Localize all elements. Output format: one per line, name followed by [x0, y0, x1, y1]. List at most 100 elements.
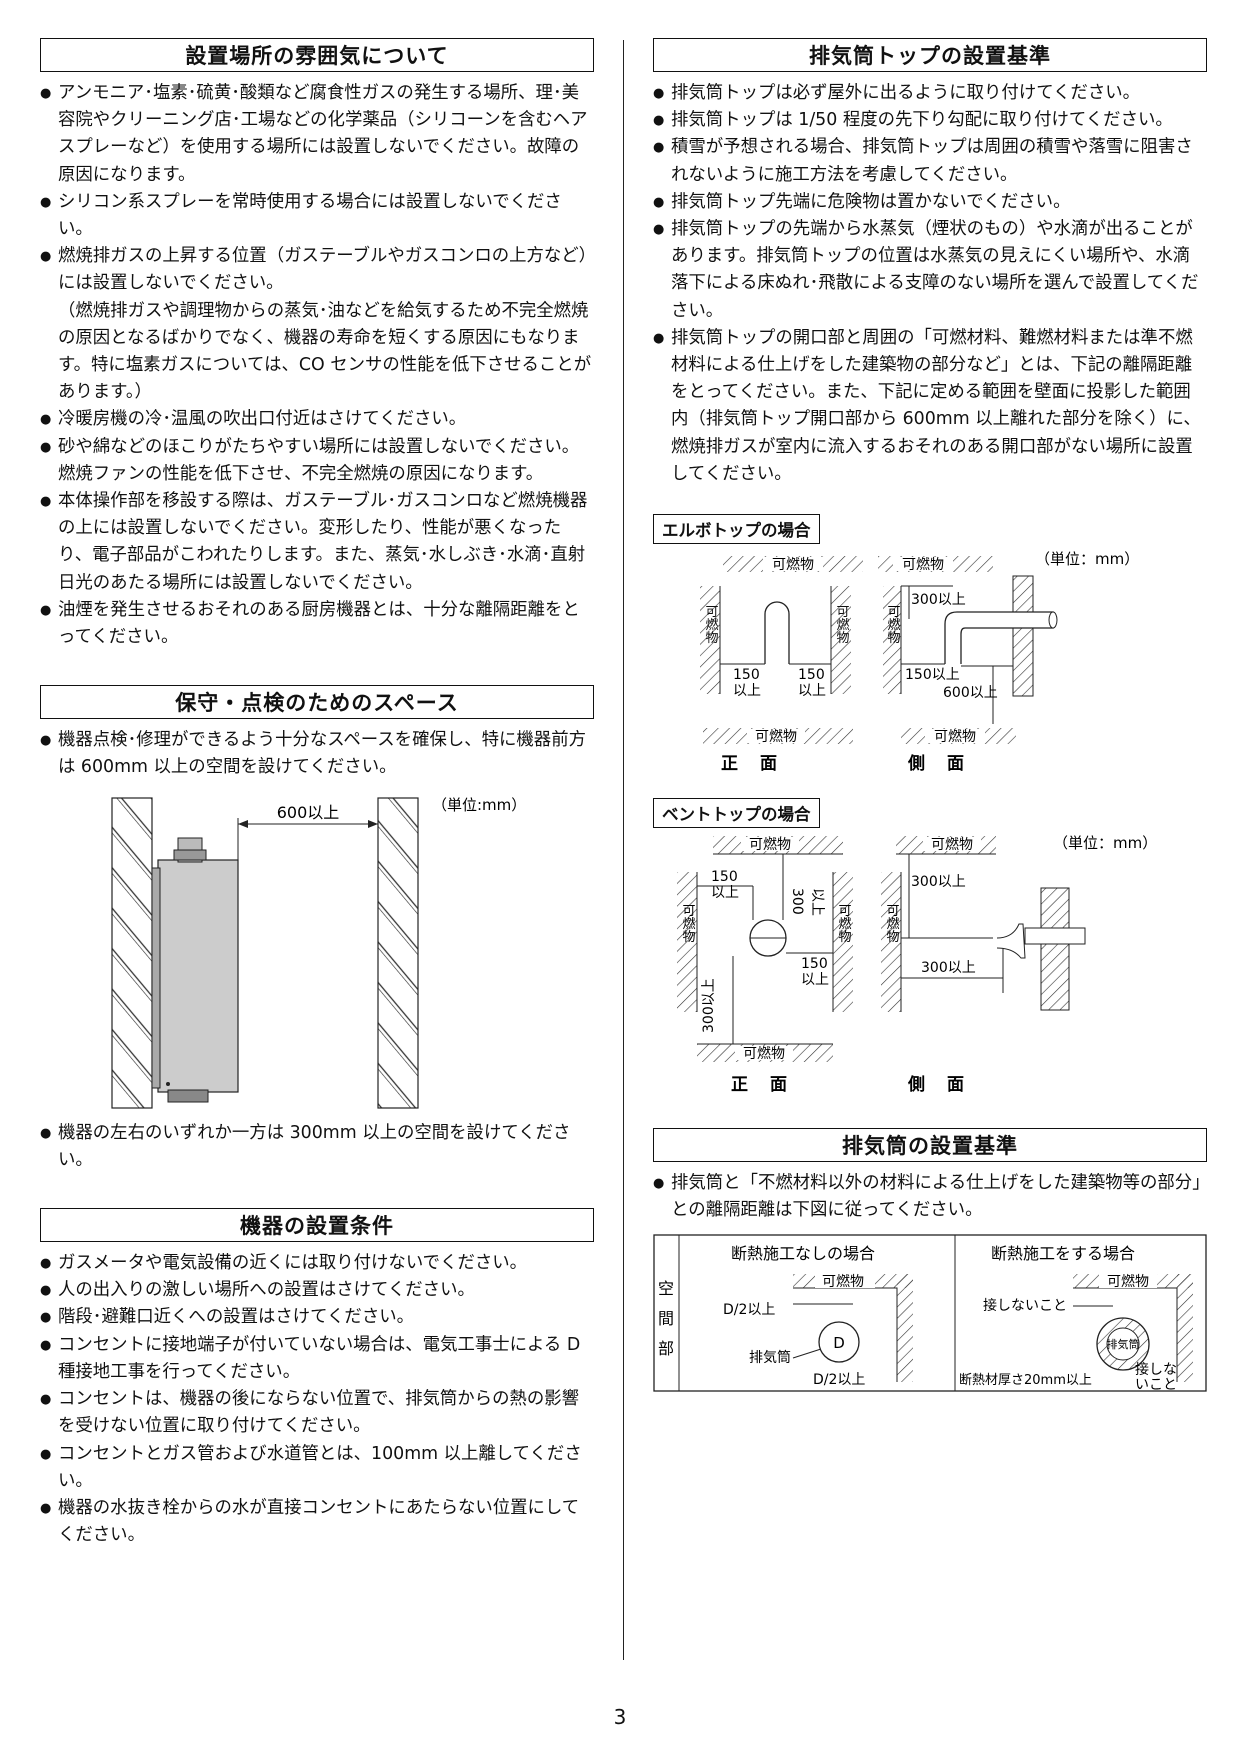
- front-view-label: 正面: [721, 754, 799, 774]
- combustible-vertical: 可燃物: [885, 605, 901, 645]
- list-item-text: 燃焼排ガスの上昇する位置（ガステーブルやガスコンロの上方など）には設置しないでく…: [58, 246, 588, 294]
- dim-300-top: 300: [789, 888, 805, 915]
- dim-150-right-b: 以上: [798, 683, 826, 699]
- list-item: 排気筒トップは必ず屋外に出るように取り付けてください。: [653, 80, 1207, 107]
- list-item: 階段･避難口近くへの設置はさけてください。: [40, 1304, 594, 1331]
- dim-300-a: 300以上: [911, 874, 966, 890]
- dim-150: 150以上: [905, 667, 960, 683]
- list-item: アンモニア･塩素･硫黄･酸類など腐食性ガスの発生する場所、理･美容院やクリーニン…: [40, 80, 594, 189]
- list-item-note: （燃焼排ガスや調理物からの蒸気･油などを給気するため不完全燃焼の原因となるばかり…: [58, 300, 592, 403]
- section-title-exhaust-pipe: 排気筒の設置基準: [653, 1128, 1207, 1163]
- insulation-label: 断熱材厚さ20mm以上: [959, 1373, 1092, 1388]
- list-item: 機器点検･修理ができるよう十分なスペースを確保し、特に機器前方は 600mm 以…: [40, 727, 594, 781]
- section-title-atmosphere: 設置場所の雰囲気について: [40, 38, 594, 72]
- dim-300-bottom: 300以上: [701, 978, 717, 1033]
- elbow-front-view: 可燃物 可燃物 可燃物 150 以上 150 以上 可燃物 正面: [700, 556, 863, 774]
- pipe-label-2: 排気筒: [1107, 1337, 1140, 1351]
- unit-label: （単位：mm）: [1035, 550, 1139, 568]
- dim-300: 300以上: [911, 592, 966, 608]
- combustible-vertical-right: 可燃物: [836, 904, 852, 944]
- dim-150-top-b: 以上: [711, 885, 739, 901]
- list-item: 人の出入りの激しい場所への設置はさけてください。: [40, 1277, 594, 1304]
- list-item: コンセントは、機器の後にならない位置で、排気筒からの熱の影響を受けない位置に取り…: [40, 1386, 594, 1440]
- list-item: コンセントとガス管および水道管とは、100mm 以上離してください。: [40, 1441, 594, 1495]
- maintenance-list: 機器点検･修理ができるよう十分なスペースを確保し、特に機器前方は 600mm 以…: [40, 727, 594, 781]
- dim-150-right: 150: [801, 956, 828, 972]
- combustible-label: 可燃物: [772, 556, 814, 573]
- dim-150-left-b: 以上: [733, 683, 761, 699]
- dim-600: 600以上: [943, 685, 998, 701]
- list-item: 排気筒と「不燃材料以外の材料による仕上げをした建築物等の部分」との離隔距離は下図…: [653, 1170, 1207, 1224]
- combustible-bottom: 可燃物: [743, 1045, 785, 1062]
- col-heading-2: 断熱施工をする場合: [991, 1244, 1135, 1263]
- list-item: 積雪が予想される場合、排気筒トップは周囲の積雪や落雪に阻害されないように施工方法…: [653, 134, 1207, 188]
- clearance-table: 空 間 部 断熱施工なしの場合 断熱施工をする場合 可燃物 D D/2以上 排気…: [653, 1234, 1207, 1393]
- list-item: シリコン系スプレーを常時使用する場合には設置しないでください。: [40, 189, 594, 243]
- dim-150-right: 150: [798, 667, 825, 683]
- side-view-label: 側面: [907, 1074, 986, 1095]
- vent-top-figure: 可燃物 可燃物 可燃物 150 以上 300 以上 150 以上 300以上 可…: [677, 834, 1157, 1095]
- maintenance-space-figure: 600以上 （単位:mm）: [111, 796, 526, 1109]
- side-view-label: 側面: [907, 753, 986, 774]
- right-column: 排気筒トップの設置基準 排気筒トップは必ず屋外に出るように取り付けてください。 …: [653, 38, 1207, 1394]
- unit-label: （単位:mm）: [432, 796, 526, 814]
- list-item: 砂や綿などのほこりがたちやすい場所には設置しないでください。燃焼ファンの性能を低…: [40, 434, 594, 488]
- combustible-vertical-left: 可燃物: [703, 605, 719, 645]
- row-label-2: 間: [658, 1309, 674, 1328]
- list-item: 油煙を発生させるおそれのある厨房機器とは、十分な離隔距離をとってください。: [40, 597, 594, 651]
- combustible-label-2: 可燃物: [1107, 1273, 1149, 1290]
- combustible-label: 可燃物: [931, 836, 973, 853]
- list-item: 排気筒トップは 1/50 程度の先下り勾配に取り付けてください。: [653, 107, 1207, 134]
- combustible-label: 可燃物: [902, 556, 944, 573]
- right-wall: [377, 797, 419, 1109]
- vent-side-view: 可燃物 可燃物 300以上 300以上 側面 （単位：mm）: [881, 834, 1157, 1095]
- dim-150-right-b: 以上: [801, 972, 829, 988]
- row-label-3: 部: [658, 1339, 674, 1358]
- dim-d2-top: D/2以上: [723, 1302, 775, 1318]
- list-item: 排気筒トップ先端に危険物は置かないでください。: [653, 189, 1207, 216]
- water-heater-unit: [151, 837, 239, 1103]
- list-item: 排気筒トップの先端から水蒸気（煙状のもの）や水滴が出ることがあります。排気筒トッ…: [653, 216, 1207, 325]
- vent-top-heading: ベントトップの場合: [653, 798, 820, 829]
- list-item: コンセントに接地端子が付いていない場合は、電気工事士による D 種接地工事を行っ…: [40, 1332, 594, 1386]
- front-view-label: 正面: [731, 1075, 809, 1095]
- page-number: 3: [613, 1705, 627, 1729]
- unit-label: （単位：mm）: [1053, 834, 1157, 852]
- no-contact-label-2b: いこと: [1135, 1377, 1177, 1393]
- combustible-bottom: 可燃物: [755, 728, 797, 745]
- elbow-top-figure: 可燃物 可燃物 可燃物 150 以上 150 以上 可燃物 正面 可燃物: [700, 550, 1139, 774]
- elbow-side-view: 可燃物 可燃物 300以上 150以上 600以上 可燃物 側面 （単位：mm）: [878, 550, 1139, 774]
- list-item: 本体操作部を移設する際は、ガステーブル･ガスコンロなど燃焼機器の上には設置しない…: [40, 488, 594, 597]
- list-item: 排気筒トップの開口部と周囲の「可燃材料、難燃材料または準不燃材料による仕上げをし…: [653, 325, 1207, 488]
- list-item: 機器の水抜き栓からの水が直接コンセントにあたらない位置にしてください。: [40, 1495, 594, 1549]
- vent-front-view: 可燃物 可燃物 可燃物 150 以上 300 以上 150 以上 300以上 可…: [677, 836, 853, 1095]
- pipe-label: 排気筒: [749, 1349, 791, 1366]
- exhaust-pipe-list: 排気筒と「不燃材料以外の材料による仕上げをした建築物等の部分」との離隔距離は下図…: [653, 1170, 1207, 1224]
- column-divider: [623, 40, 624, 1660]
- combustible-label: 可燃物: [749, 836, 791, 853]
- dim-150-top: 150: [711, 869, 738, 885]
- combustible-vertical-right: 可燃物: [834, 605, 850, 645]
- atmosphere-list: アンモニア･塩素･硫黄･酸類など腐食性ガスの発生する場所、理･美容院やクリーニン…: [40, 80, 594, 651]
- section-title-exhaust-top: 排気筒トップの設置基準: [653, 38, 1207, 72]
- list-item: ガスメータや電気設備の近くには取り付けないでください。: [40, 1250, 594, 1277]
- diameter-label: D: [833, 1334, 845, 1352]
- list-item: 機器の左右のいずれか一方は 300mm 以上の空間を設けてください。: [40, 1120, 594, 1174]
- left-column: 設置場所の雰囲気について アンモニア･塩素･硫黄･酸類など腐食性ガスの発生する場…: [40, 38, 594, 1549]
- dim-300-b: 300以上: [921, 960, 976, 976]
- combustible-vertical: 可燃物: [884, 904, 900, 944]
- dim-300-top-b: 以上: [809, 888, 825, 916]
- list-item: 冷暖房機の冷･温風の吹出口付近はさけてください。: [40, 406, 594, 433]
- elbow-top-heading: エルボトップの場合: [653, 514, 820, 545]
- no-contact-label: 接しないこと: [983, 1297, 1067, 1314]
- conditions-list: ガスメータや電気設備の近くには取り付けないでください。 人の出入りの激しい場所へ…: [40, 1250, 594, 1549]
- combustible-bottom: 可燃物: [934, 728, 976, 745]
- left-wall: [111, 797, 153, 1109]
- exhaust-top-list: 排気筒トップは必ず屋外に出るように取り付けてください。 排気筒トップは 1/50…: [653, 80, 1207, 488]
- dim-d2-bottom: D/2以上: [813, 1372, 865, 1388]
- list-item: 燃焼排ガスの上昇する位置（ガステーブルやガスコンロの上方など）には設置しないでく…: [40, 243, 594, 406]
- combustible-label: 可燃物: [822, 1273, 864, 1290]
- section-title-conditions: 機器の設置条件: [40, 1208, 594, 1243]
- dimension-600: 600以上: [277, 803, 340, 822]
- dim-150-left: 150: [733, 667, 760, 683]
